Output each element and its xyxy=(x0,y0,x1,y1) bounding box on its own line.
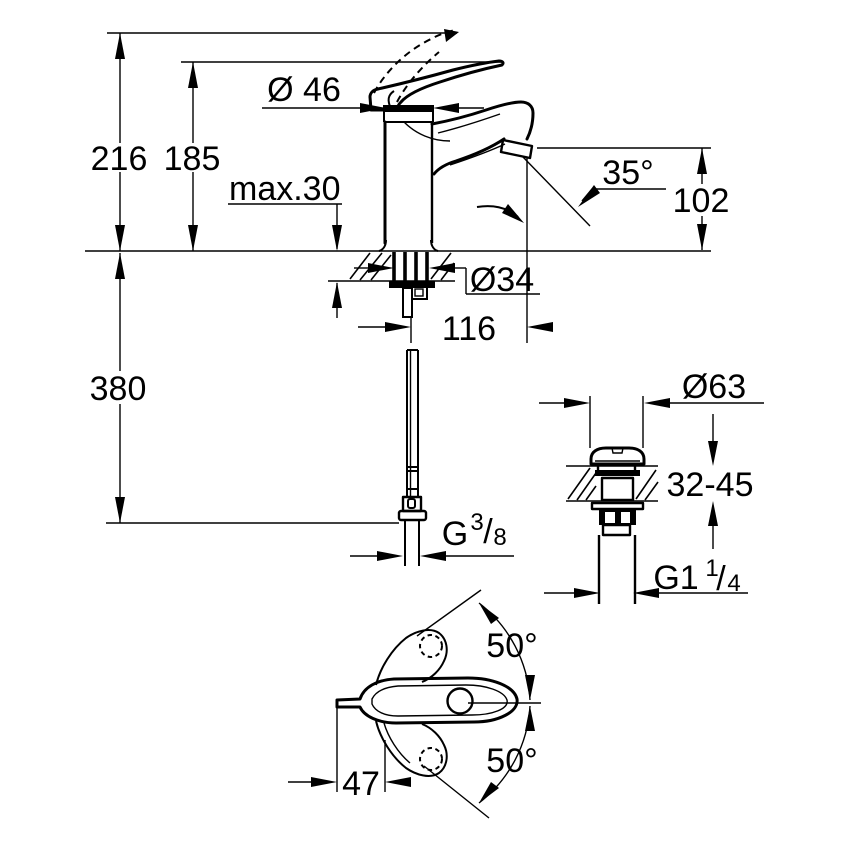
dim-max-thickness: max.30 xyxy=(229,170,341,208)
supply-thread-numerator: 3 xyxy=(470,509,483,536)
lever-handle xyxy=(368,59,505,112)
spout xyxy=(430,100,535,176)
lever-cap-dashed-lower xyxy=(419,747,443,771)
supply-hose xyxy=(397,349,428,566)
lever-raised-dashed xyxy=(373,29,459,103)
dim-supply-thread: G 3 / 8 xyxy=(442,509,507,553)
mounting-shank xyxy=(389,252,435,318)
waste-thread-slash: / xyxy=(716,560,726,598)
dim-swivel-angle-upper: 50° xyxy=(486,627,537,665)
dimension-arrowheads xyxy=(115,33,718,803)
hose-nut xyxy=(397,509,428,522)
supply-thread-denominator: 8 xyxy=(493,524,506,551)
handle-top-view xyxy=(335,629,519,777)
dimension-lines xyxy=(85,32,764,819)
lever-position-upper xyxy=(375,629,448,686)
dim-swivel-angle-lower: 50° xyxy=(486,742,537,780)
waste-thread-g: G1 xyxy=(653,559,698,597)
waste-cap xyxy=(589,446,646,466)
waste-body xyxy=(590,464,645,604)
dim-waste-deck-range: 32-45 xyxy=(667,466,754,504)
dim-shank-diameter: Ø34 xyxy=(470,261,534,299)
dim-handle-diameter: Ø 46 xyxy=(267,71,341,109)
dim-height-total: 216 xyxy=(91,140,148,178)
supply-thread-g: G xyxy=(442,515,468,553)
lever-position-lower xyxy=(375,720,448,777)
dim-spout-angle: 35° xyxy=(602,154,653,192)
lever-main xyxy=(335,676,519,725)
waste-flange xyxy=(590,501,645,511)
lever-cap-dashed-upper xyxy=(419,634,443,658)
waste-counter-section xyxy=(566,465,659,502)
dim-spout-height: 102 xyxy=(673,182,730,220)
lever-cap-hole xyxy=(446,687,474,715)
waste-detail-view xyxy=(566,446,659,604)
dim-height-body: 185 xyxy=(164,140,221,178)
dim-handle-offset: 47 xyxy=(342,765,380,803)
faucet-side-view xyxy=(349,29,535,566)
cartridge-collar xyxy=(383,105,434,123)
waste-thread-denominator: 4 xyxy=(727,570,740,597)
supply-thread-slash: / xyxy=(483,513,493,551)
counter-hatching xyxy=(349,252,455,281)
aerator xyxy=(499,138,534,160)
dim-spout-projection: 116 xyxy=(442,310,496,348)
dim-waste-thread: G1 1 / 4 xyxy=(653,555,740,598)
dim-hose-length: 380 xyxy=(90,370,147,408)
faucet-body xyxy=(378,120,451,252)
dimension-labels: 216 185 max.30 Ø 46 35° 102 Ø34 116 380 … xyxy=(90,71,754,803)
dim-waste-flange-diameter: Ø63 xyxy=(682,368,746,406)
waste-thread-numerator: 1 xyxy=(705,555,718,582)
waste-locknut xyxy=(599,510,636,525)
mounting-flange xyxy=(389,281,435,288)
